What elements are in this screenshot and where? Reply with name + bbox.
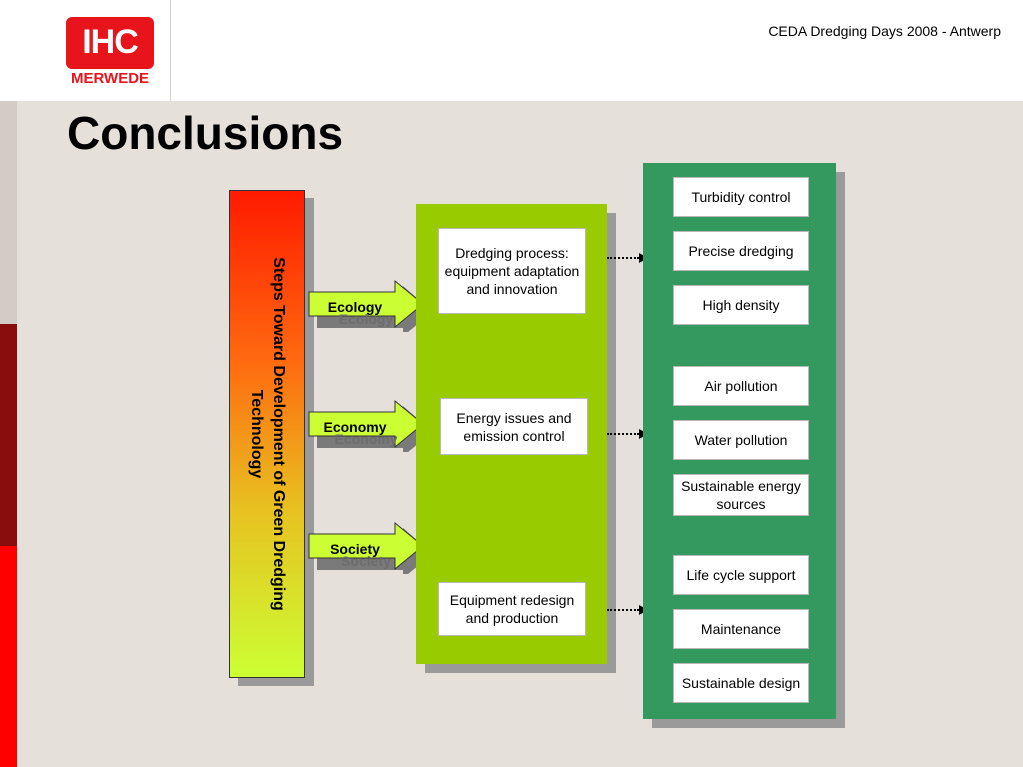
middle-item-dredging-process: Dredging process: equipment adaptation a… [438,228,586,314]
right-item-sustainable-energy: Sustainable energy sources [673,474,809,516]
logo-subtext: MERWEDE [70,70,150,87]
right-item-high-density: High density [673,285,809,325]
ecology-arrow [308,280,425,332]
vertical-label: Steps Toward Development of Green Dredgi… [248,257,287,611]
right-item-turbidity-control: Turbidity control [673,177,809,217]
event-label: CEDA Dredging Days 2008 - Antwerp [768,23,1001,39]
side-strip-middle [0,324,17,546]
side-strip-top [0,101,17,324]
right-item-maintenance: Maintenance [673,609,809,649]
connector-2 [607,433,639,435]
society-arrow-shadow-text: Society [341,553,391,569]
side-strip-bottom [0,546,17,767]
economy-arrow-label: Economy [323,419,387,435]
right-item-water-pollution: Water pollution [673,420,809,460]
company-logo [66,17,154,69]
economy-arrow [308,400,425,452]
ecology-arrow-label: Ecology [327,299,383,315]
slide-title: Conclusions [67,107,344,159]
society-arrow-label: Society [330,541,380,557]
right-item-life-cycle-support: Life cycle support [673,555,809,595]
middle-item-energy-issues: Energy issues and emission control [440,398,588,455]
society-arrow [308,522,425,574]
middle-item-equipment-redesign: Equipment redesign and production [438,582,586,636]
right-item-precise-dredging: Precise dredging [673,231,809,271]
right-item-air-pollution: Air pollution [673,366,809,406]
connector-1 [607,257,639,259]
ecology-arrow-shadow-text: Ecology [338,311,394,327]
economy-arrow-shadow-text: Economy [334,431,398,447]
gradient-bar [229,190,305,678]
connector-3 [607,609,639,611]
right-item-sustainable-design: Sustainable design [673,663,809,703]
logo-text: IHC [82,23,139,61]
